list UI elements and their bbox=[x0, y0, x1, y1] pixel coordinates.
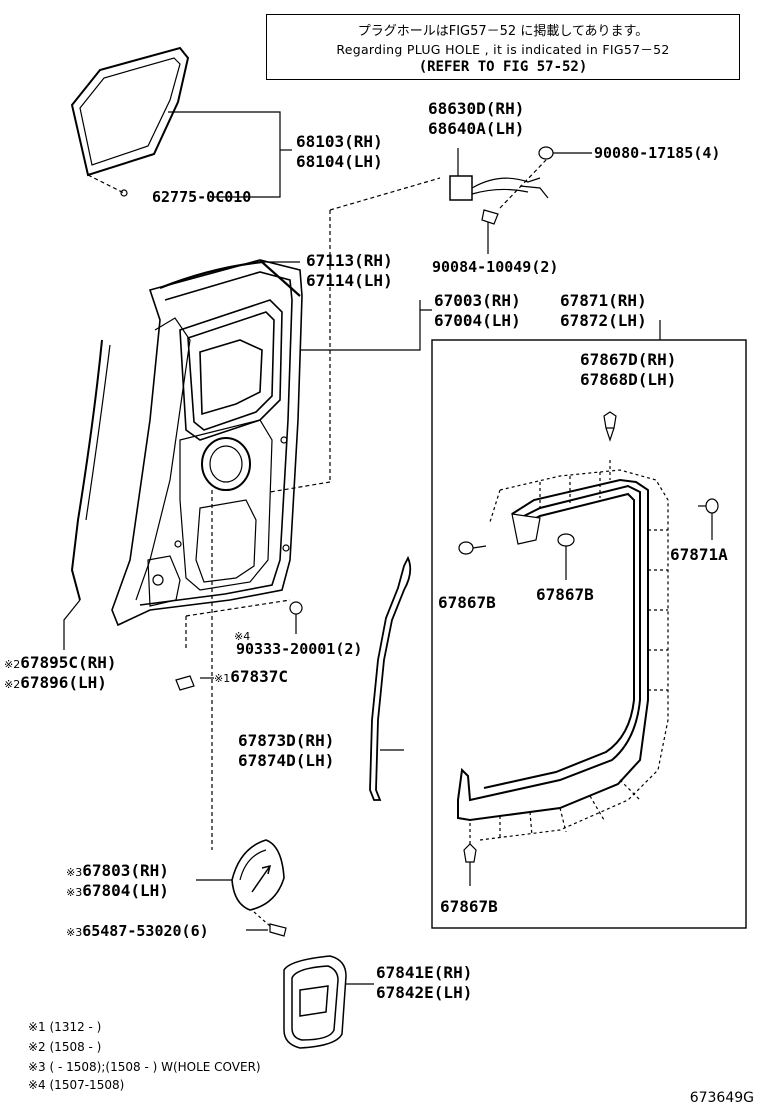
clip-67867b-2 bbox=[557, 533, 575, 547]
weatherstrip-67873d bbox=[369, 555, 412, 801]
label-67867b-1[interactable]: 67867B bbox=[438, 593, 496, 612]
label-67003[interactable]: 67003(RH) bbox=[434, 291, 521, 310]
footnote-4: ※4 (1507-1508) bbox=[28, 1078, 125, 1092]
label-67896[interactable]: 67896(LH) bbox=[20, 673, 107, 692]
footnote-2: ※2 (1508 - ) bbox=[28, 1040, 102, 1054]
clip-67871a bbox=[705, 498, 719, 514]
label-67841e[interactable]: 67841E(RH) bbox=[376, 963, 473, 982]
door-panel bbox=[111, 259, 303, 627]
label-67113[interactable]: 67113(RH) bbox=[306, 251, 393, 270]
label-67867b-3[interactable]: 67867B bbox=[440, 897, 498, 916]
mark-2b: ※2 bbox=[4, 678, 21, 691]
mark-3a: ※3 bbox=[66, 866, 83, 879]
label-65487[interactable]: 65487-53020(6) bbox=[82, 922, 209, 940]
weatherstrip-detail-frame bbox=[431, 339, 747, 929]
mark-2a: ※2 bbox=[4, 658, 21, 671]
label-67868d[interactable]: 67868D(LH) bbox=[580, 370, 677, 389]
label-67004[interactable]: 67004(LH) bbox=[434, 311, 521, 330]
weatherstrip-67113 bbox=[159, 260, 301, 297]
nut-90080 bbox=[538, 146, 554, 160]
label-67871a[interactable]: 67871A bbox=[670, 545, 728, 564]
bracket-67871 bbox=[511, 513, 541, 545]
clip-62775 bbox=[120, 189, 128, 197]
clip-67837c bbox=[175, 675, 195, 691]
label-68630d[interactable]: 68630D(RH) bbox=[428, 99, 525, 118]
moulding-67895c bbox=[70, 339, 103, 601]
label-62775[interactable]: 62775-0C010 bbox=[152, 188, 252, 206]
label-68640a[interactable]: 68640A(LH) bbox=[428, 119, 525, 138]
note-english: Regarding PLUG HOLE , it is indicated in… bbox=[336, 42, 670, 57]
label-67873d[interactable]: 67873D(RH) bbox=[238, 731, 335, 750]
label-67871[interactable]: 67871(RH) bbox=[560, 291, 647, 310]
mark-3b: ※3 bbox=[66, 886, 83, 899]
label-67867d[interactable]: 67867D(RH) bbox=[580, 350, 677, 369]
clip-67867b-3 bbox=[463, 843, 477, 863]
label-90080[interactable]: 90080-17185(4) bbox=[594, 144, 721, 162]
bolt-90084 bbox=[481, 209, 499, 225]
label-67804[interactable]: 67804(LH) bbox=[82, 881, 169, 900]
cover-67841e bbox=[283, 955, 347, 1049]
label-67803[interactable]: 67803(RH) bbox=[82, 861, 169, 880]
weatherstrip-67871 bbox=[457, 478, 649, 822]
label-67895c[interactable]: 67895C(RH) bbox=[20, 653, 117, 672]
footnote-3: ※3 ( - 1508);(1508 - ) W(HOLE COVER) bbox=[28, 1060, 261, 1074]
diagram-code: 673649G bbox=[689, 1090, 754, 1106]
label-90084[interactable]: 90084-10049(2) bbox=[432, 258, 559, 276]
plug-90333 bbox=[289, 601, 303, 615]
label-68104[interactable]: 68104(LH) bbox=[296, 152, 383, 171]
note-japanese: プラグホールはFIG57－52 に掲載してあります。 bbox=[357, 24, 649, 39]
label-68103[interactable]: 68103(RH) bbox=[296, 132, 383, 151]
label-67837c[interactable]: 67837C bbox=[230, 667, 289, 686]
label-67874d[interactable]: 67874D(LH) bbox=[238, 751, 335, 770]
mark-4: ※4 bbox=[234, 630, 251, 643]
label-67114[interactable]: 67114(LH) bbox=[306, 271, 393, 290]
note-refer: (REFER TO FIG 57-52) bbox=[418, 59, 588, 75]
label-67872[interactable]: 67872(LH) bbox=[560, 311, 647, 330]
label-67867b-2[interactable]: 67867B bbox=[536, 585, 594, 604]
mark-3c: ※3 bbox=[66, 926, 83, 939]
screw-65487 bbox=[269, 923, 287, 937]
window-frame-part bbox=[70, 46, 190, 177]
label-90333[interactable]: 90333-20001(2) bbox=[236, 640, 363, 658]
reference-note: プラグホールはFIG57－52 に掲載してあります。 Regarding PLU… bbox=[266, 14, 740, 80]
label-67842e[interactable]: 67842E(LH) bbox=[376, 983, 473, 1002]
footnote-1: ※1 (1312 - ) bbox=[28, 1020, 102, 1034]
body-opening-outline bbox=[479, 460, 669, 841]
clip-67867b-1 bbox=[458, 541, 474, 555]
hole-cover-67803 bbox=[231, 839, 285, 911]
door-inner-structure bbox=[135, 317, 290, 607]
mark-1: ※1 bbox=[214, 672, 231, 685]
latch-part bbox=[449, 175, 549, 201]
clip-67867d bbox=[603, 411, 617, 429]
